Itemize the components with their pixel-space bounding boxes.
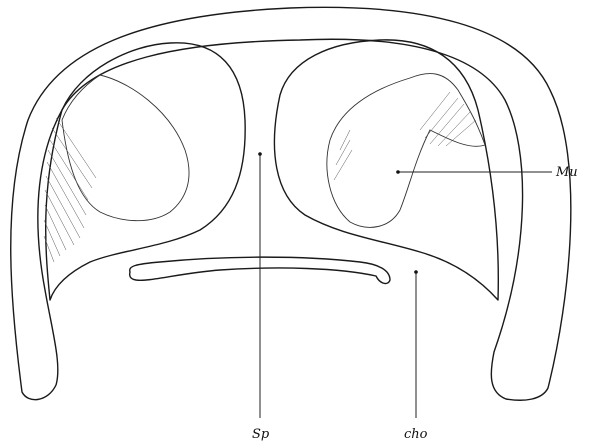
- cho-marker-dot: [414, 270, 418, 274]
- label-sp: Sp: [252, 427, 270, 442]
- label-cho: cho: [404, 427, 428, 442]
- right-choana: [274, 40, 498, 300]
- left-inner-flap: [62, 75, 189, 221]
- left-choana: [46, 43, 245, 300]
- mu-marker-dot: [396, 170, 400, 174]
- left-hatch-shading: [44, 118, 96, 262]
- sp-marker-dot: [258, 152, 262, 156]
- right-inner-flap: [327, 74, 485, 228]
- outer-arch: [11, 7, 571, 400]
- label-mu: Mu: [555, 165, 578, 180]
